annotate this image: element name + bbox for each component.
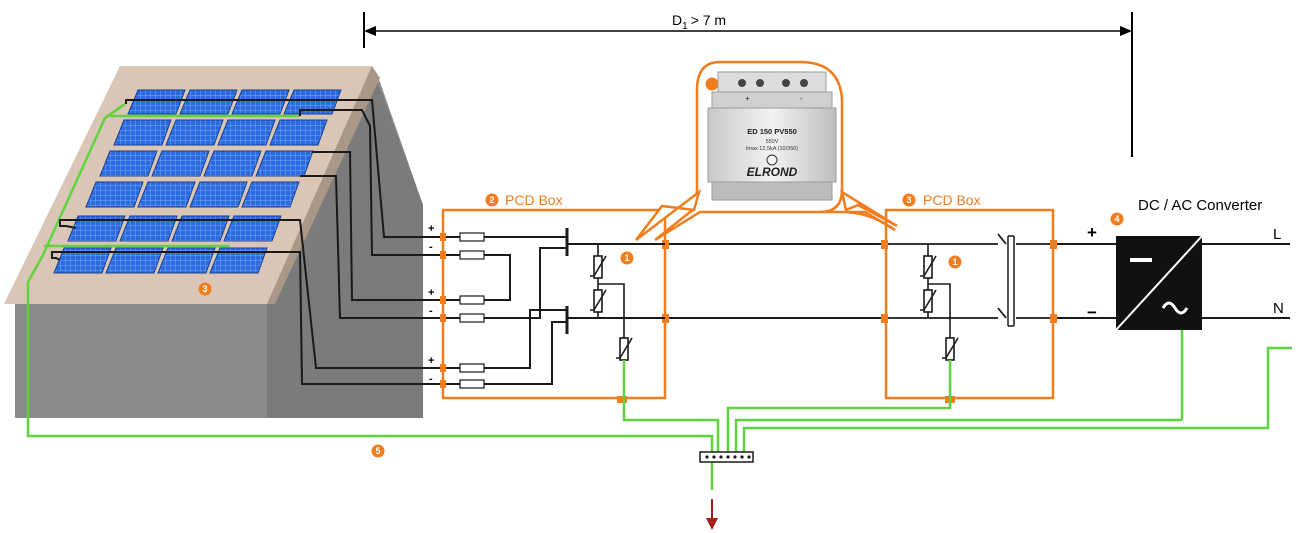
varistor-left-marker: 1 [624, 253, 629, 263]
distance-dimension: D1> 7 m [363, 12, 1133, 157]
device-current: Imax 12,5kA (10/350) [746, 146, 798, 152]
pcd-box-left: 2 PCD Box + - + - + - [428, 192, 669, 403]
device-voltage: 550V [766, 139, 779, 145]
dc-ac-converter: + − L N 4 DC / AC Converter [1057, 197, 1290, 420]
pcd-box-left-title: PCD Box [505, 192, 563, 208]
varistor-group-right [920, 244, 959, 361]
pcd-box-left-number: 2 [489, 195, 494, 205]
line-l-label: L [1273, 226, 1281, 243]
pv-array-marker: 3 [202, 284, 207, 294]
device-brand: ELROND [747, 165, 798, 179]
string2-plus-label: + [428, 287, 434, 299]
pcd-box-right: 3 PCD Box [881, 192, 1057, 403]
string1-plus-label: + [428, 223, 434, 235]
string-cables [51, 99, 440, 385]
converter-title: DC / AC Converter [1138, 197, 1262, 214]
earthing-marker: 5 [375, 446, 380, 456]
device-terminal-plus: + [745, 94, 750, 103]
earthing-bar [699, 451, 754, 463]
string1-minus-label: - [429, 241, 433, 253]
distance-label: D1> 7 m [672, 12, 726, 32]
converter-minus-label: − [1087, 303, 1097, 322]
line-n-label: N [1273, 300, 1284, 317]
string3-minus-label: - [429, 373, 433, 385]
string3-plus-label: + [428, 355, 434, 367]
earth-arrow-icon [706, 499, 718, 530]
device-terminal-minus: - [800, 94, 803, 103]
spd-device-callout: + - ED 150 PV550 550V Imax 12,5kA (10/35… [635, 60, 898, 242]
pv-panel-array [53, 89, 342, 274]
varistor-right-marker: 1 [952, 257, 957, 267]
dc-main-lines [669, 243, 884, 319]
spd-device-image: + - ED 150 PV550 550V Imax 12,5kA (10/35… [707, 71, 837, 201]
earthing-conductors [622, 346, 1292, 490]
roof-earthing-conductor [26, 102, 714, 452]
device-model: ED 150 PV550 [747, 127, 797, 136]
pcd-box-right-title: PCD Box [923, 192, 981, 208]
converter-plus-label: + [1087, 223, 1097, 242]
pcd-box-right-number: 3 [906, 195, 911, 205]
converter-number: 4 [1114, 214, 1119, 224]
string2-minus-label: - [429, 305, 433, 317]
house-with-pv-roof [4, 66, 423, 418]
